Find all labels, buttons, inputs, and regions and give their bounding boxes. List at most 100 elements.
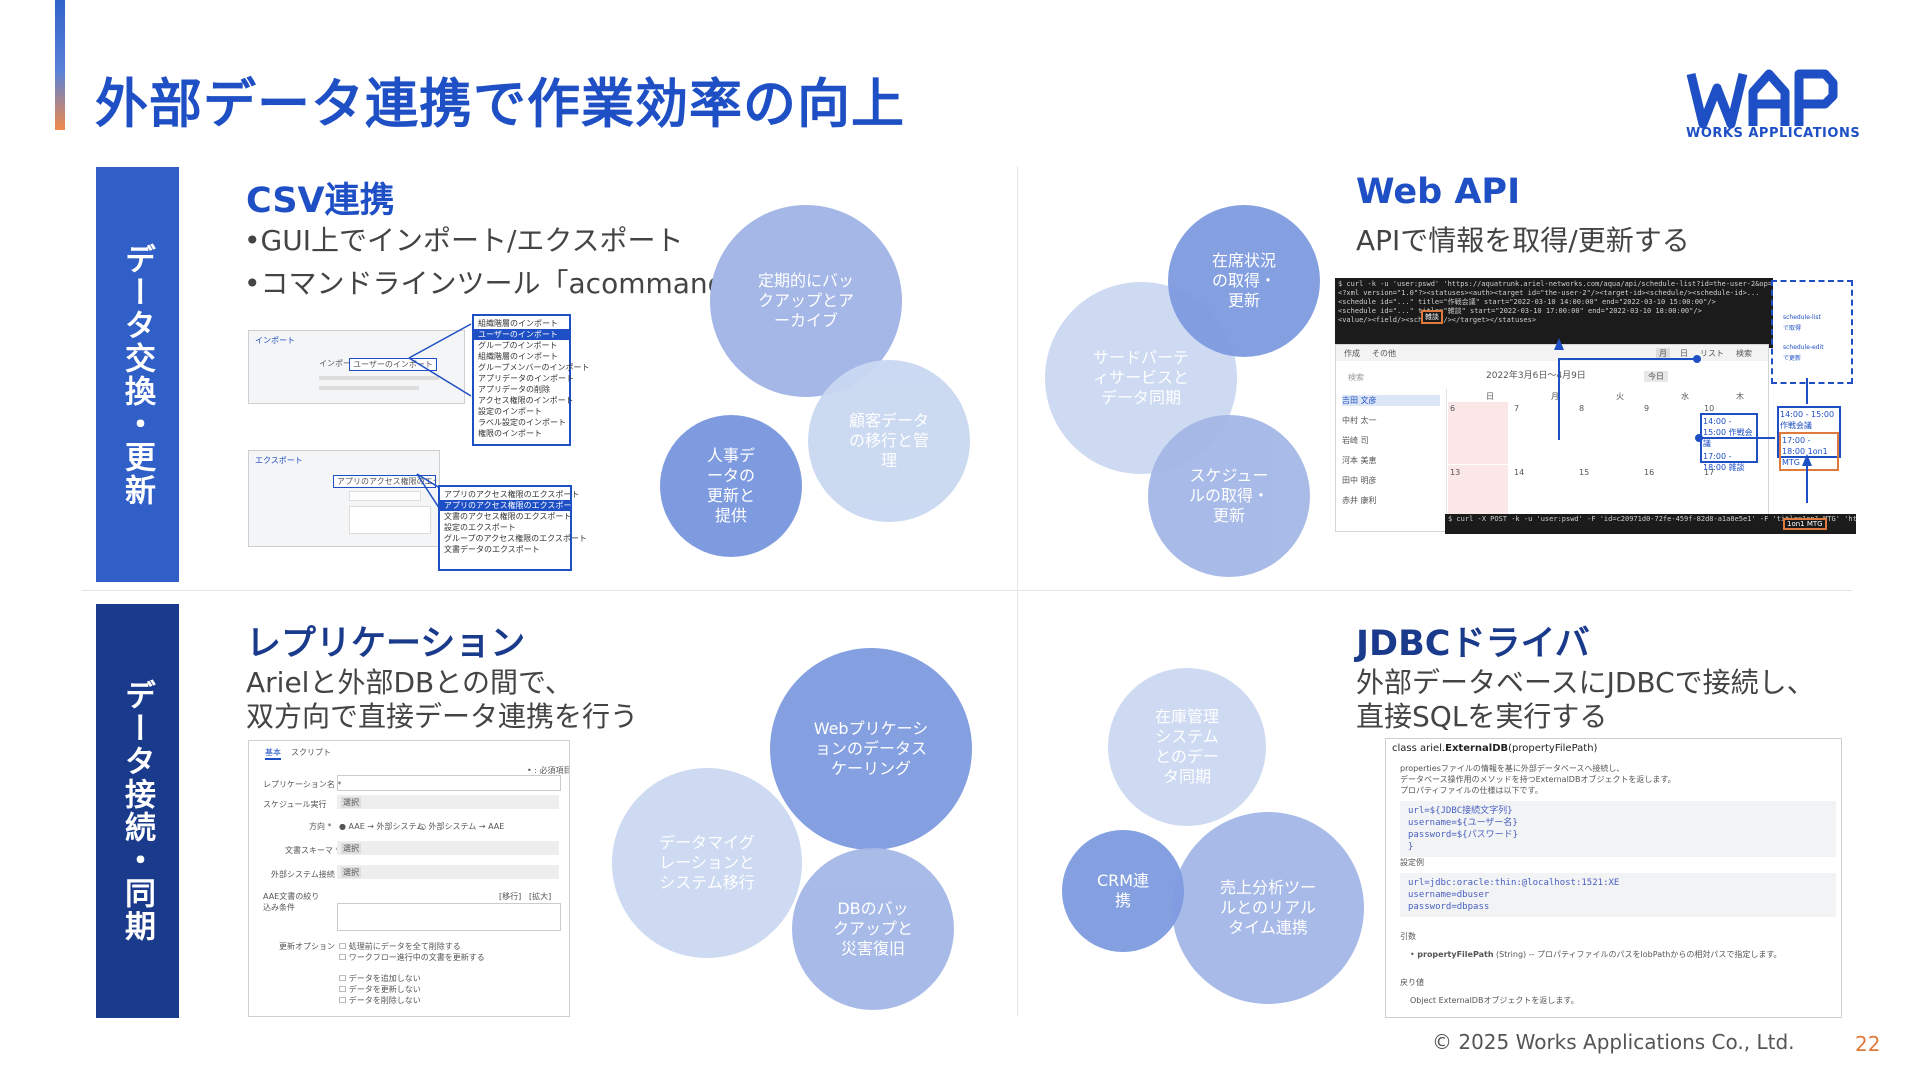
dropdown-option[interactable]: アクセス権限のインポート: [478, 396, 574, 405]
data-option[interactable]: ☐ データを更新しない: [339, 985, 421, 994]
bubble-sales-analysis: 売上分析ツールとのリアルタイム連携: [1172, 812, 1364, 1004]
update-option[interactable]: ☐ ワークフロー進行中の文書を更新する: [339, 953, 485, 962]
field-label: 外部システム接続 *: [271, 870, 342, 879]
person-item[interactable]: 田中 明彦: [1342, 476, 1377, 485]
dropdown-option[interactable]: 文書データのエクスポート: [444, 545, 540, 554]
expand-link[interactable]: [移行]: [499, 892, 522, 901]
event-item-updated: 17:00 - 18:00 1on1 MTG: [1779, 432, 1839, 471]
bubble-label: スケジュールの取得・更新: [1188, 466, 1269, 525]
replication-subtitle-1: Arielと外部DBとの間で、: [246, 666, 573, 699]
dropdown-option[interactable]: ラベル設定のインポート: [478, 418, 566, 427]
search-input[interactable]: 検索: [1348, 373, 1364, 382]
dropdown-option[interactable]: アプリデータの削除: [478, 385, 550, 394]
class-name: ExternalDB: [1445, 743, 1509, 754]
returns-label: 戻り値: [1400, 978, 1424, 987]
expand-link[interactable]: [拡大]: [529, 892, 552, 901]
person-item[interactable]: 河本 美恵: [1342, 456, 1377, 465]
event-item: 14:00 - 15:00 作戦会議: [1780, 410, 1835, 430]
view-tab-day[interactable]: 日: [1680, 349, 1688, 358]
bubble-schedule: スケジュールの取得・更新: [1148, 415, 1310, 577]
more-button[interactable]: その他: [1372, 349, 1396, 358]
field-label: 更新オプション: [279, 942, 335, 951]
bubble-label: データマイグレーションとシステム移行: [659, 833, 755, 892]
data-option[interactable]: ☐ データを追加しない: [339, 974, 421, 983]
select-button[interactable]: 選択: [341, 843, 361, 854]
select-button[interactable]: 選択: [341, 867, 361, 878]
dropdown-option[interactable]: グループのアクセス権限のエクスポート: [444, 534, 587, 543]
filter-textarea[interactable]: [337, 903, 561, 931]
export-area[interactable]: [349, 506, 431, 534]
code-line: url=${JDBC接続文字列}: [1408, 806, 1513, 816]
code-example: url=jdbc:oracle:thin:@localhost:1521:XE …: [1400, 873, 1836, 917]
replication-form-screenshot: 基本 スクリプト • : 必須項目 レプリケーション名 * スケジュール実行 選…: [248, 740, 570, 1017]
dropdown-option[interactable]: グループのインポート: [478, 341, 558, 350]
person-item[interactable]: 赤井 康利: [1342, 496, 1377, 505]
person-item[interactable]: 中村 太一: [1342, 416, 1377, 425]
terminal-output: <schedule id="..." title="作戦会議" start="2…: [1338, 298, 1716, 306]
terminal-output: <?xml version="1.0"?><statuses><auth><ta…: [1338, 289, 1760, 297]
csv-bullet-1: •GUI上でインポート/エクスポート: [244, 224, 684, 257]
select-button[interactable]: 選択: [341, 797, 361, 808]
option-label: ワークフロー進行中の文書を更新する: [348, 953, 485, 962]
date-cell[interactable]: 14: [1514, 468, 1525, 477]
date-cell[interactable]: 10: [1704, 404, 1715, 413]
export-type-dropdown[interactable]: アプリのアクセス権限のエクスポート アプリのアクセス権限のエクスポート 文書のア…: [438, 485, 587, 571]
field-label: 方向 *: [309, 822, 332, 831]
view-tab-month[interactable]: 月: [1656, 348, 1670, 359]
update-option[interactable]: ☐ 処理前にデータを全て削除する: [339, 942, 461, 951]
data-option[interactable]: ☐ データを削除しない: [339, 996, 421, 1005]
dropdown-option-selected[interactable]: アプリのアクセス権限のエクスポート: [440, 500, 579, 511]
side-note-box: schedule-list で取得 schedule-edit で更新: [1771, 280, 1853, 384]
bubble-label: 定期的にバックアップとアーカイブ: [757, 271, 854, 330]
dropdown-option[interactable]: グループメンバーのインポート: [478, 363, 590, 372]
weekday: 木: [1736, 392, 1744, 401]
date-cell[interactable]: 8: [1579, 404, 1585, 413]
jdbc-subtitle-2: 直接SQLを実行する: [1356, 700, 1608, 733]
date-cell[interactable]: 17: [1704, 468, 1715, 477]
code-line: url=jdbc:oracle:thin:@localhost:1521:XE: [1408, 878, 1620, 888]
dropdown-header: 組織階層のインポート: [478, 319, 558, 328]
export-field-value: アプリのアクセス権限のエクスポート: [333, 475, 436, 488]
bubble-inventory-sync: 在庫管理システムとのデータ同期: [1108, 668, 1266, 826]
dropdown-option[interactable]: 文書のアクセス権限のエクスポート: [444, 512, 572, 521]
code-line: username=dbuser: [1408, 890, 1490, 900]
jdbc-subtitle-1: 外部データベースにJDBCで接続し、: [1356, 666, 1815, 699]
export-input[interactable]: [349, 491, 421, 501]
tab-script[interactable]: スクリプト: [291, 748, 331, 757]
jdbc-title: JDBCドライバ: [1356, 624, 1590, 664]
note-list: schedule-list で取得: [1783, 314, 1821, 332]
date-cell[interactable]: 16: [1644, 468, 1655, 477]
date-cell[interactable]: 7: [1514, 404, 1520, 413]
dropdown-option[interactable]: 組織階層のインポート: [478, 352, 558, 361]
today-button[interactable]: 今日: [1644, 371, 1668, 382]
date-cell[interactable]: 15: [1579, 468, 1590, 477]
create-button[interactable]: 作成: [1344, 349, 1360, 358]
view-tab-list[interactable]: リスト: [1700, 349, 1724, 358]
event-item[interactable]: 17:00 - 18:00 雑談: [1703, 452, 1745, 472]
field-label: AAE文書の絞り込み条件: [263, 892, 320, 912]
tab-basic[interactable]: 基本: [265, 747, 281, 760]
person-item[interactable]: 吉田 文彦: [1342, 395, 1440, 406]
dropdown-option-selected[interactable]: ユーザーのインポート: [474, 329, 569, 340]
schema-row: [337, 841, 559, 855]
replication-name-input[interactable]: [337, 775, 561, 791]
view-tab-search[interactable]: 検索: [1736, 349, 1752, 358]
weekday: 日: [1486, 392, 1494, 401]
event-box-after: 14:00 - 15:00 作戦会議 17:00 - 18:00 1on1 MT…: [1777, 406, 1841, 471]
direction-option[interactable]: ○ 外部システム → AAE: [419, 822, 505, 831]
direction-option-selected[interactable]: ● AAE → 外部システム: [339, 822, 425, 831]
dropdown-option[interactable]: アプリデータのインポート: [478, 374, 574, 383]
date-cell[interactable]: 6: [1450, 404, 1456, 413]
doc-desc: propertiesファイルの情報を基に外部データベースへ接続し、: [1400, 764, 1625, 773]
date-cell[interactable]: 13: [1450, 468, 1461, 477]
date-cell[interactable]: 9: [1644, 404, 1650, 413]
arg-item: • propertyFilePath (String) -- プロパティファイル…: [1410, 950, 1782, 959]
person-item[interactable]: 岩崎 司: [1342, 436, 1369, 445]
dropdown-option[interactable]: 設定のエクスポート: [444, 523, 516, 532]
dropdown-option[interactable]: 権限のインポート: [478, 429, 542, 438]
dropdown-option[interactable]: 設定のインポート: [478, 407, 542, 416]
import-type-dropdown[interactable]: 組織階層のインポート ユーザーのインポート グループのインポート 組織階層のイン…: [472, 314, 590, 446]
bubble-data-migration: データマイグレーションとシステム移行: [612, 768, 802, 958]
doc-desc: プロパティファイルの仕様は以下です。: [1400, 786, 1543, 795]
event-item[interactable]: 14:00 - 15:00 作戦会議: [1703, 417, 1753, 448]
